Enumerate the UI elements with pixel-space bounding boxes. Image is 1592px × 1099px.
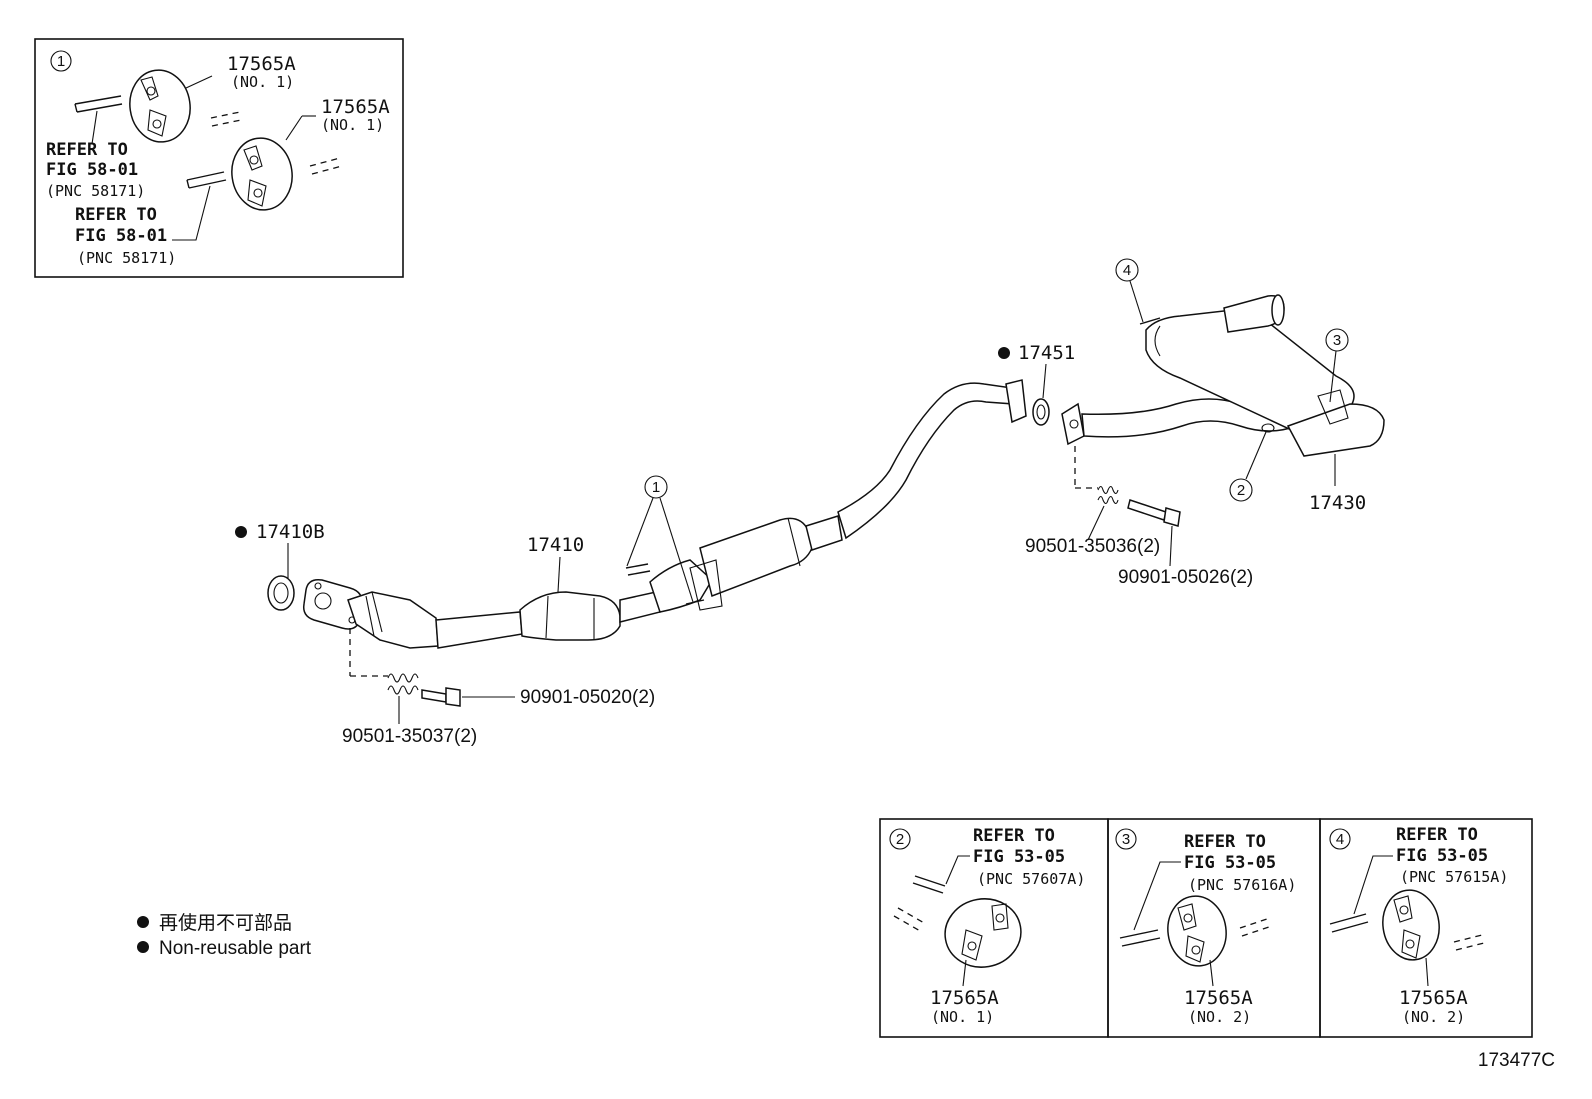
marker-2: 2 [1237, 482, 1245, 499]
inset-2-refer-2: FIG 53-05 [973, 847, 1065, 867]
front-spring-label: 90501-35037(2) [342, 726, 477, 747]
tail-pipe-label: 17430 [1309, 492, 1366, 514]
callout-1-circle [644, 475, 668, 499]
inset-2-part: 17565A [930, 987, 999, 1009]
legend-jp: 再使用不可部品 [159, 912, 292, 934]
tail-muffler-icon [1061, 294, 1385, 457]
inset-2-refer-1: REFER TO [973, 826, 1055, 846]
callout-1: 1 [652, 479, 660, 496]
hanger-4-icon [1329, 889, 1489, 961]
inset-2-marker-circle [889, 828, 911, 850]
legend: 再使用不可部品 Non-reusable part [137, 912, 312, 959]
inset-3-refer-3: (PNC 57616A) [1188, 876, 1296, 894]
inset-4: 4 REFER TO FIG 53-05 (PNC 57615A) 17565A… [1319, 818, 1533, 1038]
inset-1-refer-b-1: REFER TO [75, 205, 157, 225]
non-reusable-dot-icon [998, 347, 1010, 359]
inset-1-refer-a-3: (PNC 58171) [46, 182, 145, 200]
inset-2-part-sub: (NO. 1) [931, 1008, 994, 1026]
gasket-front-label: 17410B [256, 521, 325, 543]
legend-en: Non-reusable part [159, 938, 312, 959]
non-reusable-dot-icon [235, 526, 247, 538]
inset-4-part-sub: (NO. 2) [1402, 1008, 1465, 1026]
front-pipe-label: 17410 [527, 534, 584, 556]
hanger-upper-icon [74, 69, 242, 143]
inset-3-refer-2: FIG 53-05 [1184, 853, 1276, 873]
inset-4-refer-3: (PNC 57615A) [1400, 868, 1508, 886]
inset-1-refer-b-2: FIG 58-01 [75, 226, 167, 246]
front-bolt-label: 90901-05020(2) [520, 687, 655, 708]
inset-3-marker-circle [1115, 828, 1137, 850]
inset-1-refer-b-3: (PNC 58171) [77, 249, 176, 267]
marker-4: 4 [1123, 262, 1131, 279]
inset-1-part-top: 17565A [227, 53, 296, 75]
front-pipe-icon [302, 379, 1027, 649]
inset-3-refer-1: REFER TO [1184, 832, 1266, 852]
marker-2-circle [1229, 478, 1253, 502]
gasket-rear-icon [1032, 398, 1050, 426]
legend-dot-icon [137, 916, 149, 928]
inset-3-part: 17565A [1184, 987, 1253, 1009]
inset-1-refer-a-1: REFER TO [46, 140, 128, 160]
inset-4-marker-circle [1329, 828, 1351, 850]
legend-dot-icon [137, 941, 149, 953]
marker-3-circle [1325, 328, 1349, 352]
inset-4-frame [1319, 818, 1533, 1038]
bolt-rear-icon [1127, 499, 1181, 527]
inset-1-part-bottom-sub: (NO. 1) [321, 116, 384, 134]
marker-3: 3 [1333, 332, 1341, 349]
gasket-front-icon [267, 575, 295, 611]
inset-1-refer-a-2: FIG 58-01 [46, 160, 138, 180]
figure-code: 173477C [1478, 1050, 1555, 1071]
rear-spring-label: 90501-35036(2) [1025, 536, 1160, 557]
inset-1-marker-circle [50, 50, 72, 72]
exhaust-assembly: 17410B [235, 258, 1385, 747]
inset-3-marker: 3 [1122, 831, 1130, 848]
rear-bolt-label: 90901-05026(2) [1118, 567, 1253, 588]
inset-1-part-top-sub: (NO. 1) [231, 73, 294, 91]
inset-4-refer-1: REFER TO [1396, 825, 1478, 845]
spring-rear-icon [1097, 485, 1119, 505]
marker-4-circle [1115, 258, 1139, 282]
hanger-lower-icon [186, 137, 343, 211]
inset-3-part-sub: (NO. 2) [1188, 1008, 1251, 1026]
hanger-3-icon [1119, 895, 1273, 967]
inset-2-marker: 2 [896, 831, 904, 848]
inset-1-marker: 1 [57, 53, 65, 70]
inset-4-part: 17565A [1399, 987, 1468, 1009]
inset-2-refer-3: (PNC 57607A) [977, 870, 1085, 888]
inset-4-refer-2: FIG 53-05 [1396, 846, 1488, 866]
inset-1-part-bottom: 17565A [321, 96, 390, 118]
inset-3: 3 REFER TO FIG 53-05 (PNC 57616A) 17565A… [1107, 818, 1321, 1038]
gasket-rear-label: 17451 [1018, 342, 1075, 364]
inset-4-marker: 4 [1336, 831, 1344, 848]
inset-2: 2 REFER TO FIG 53-05 (PNC 57607A) 17565A… [879, 818, 1109, 1038]
inset-1-frame [34, 38, 404, 278]
bolt-front-icon [421, 687, 461, 707]
hanger-2-icon [893, 875, 1022, 968]
inset-1: 1 17565A (NO. 1) [34, 38, 404, 278]
spring-front-icon [387, 673, 419, 695]
